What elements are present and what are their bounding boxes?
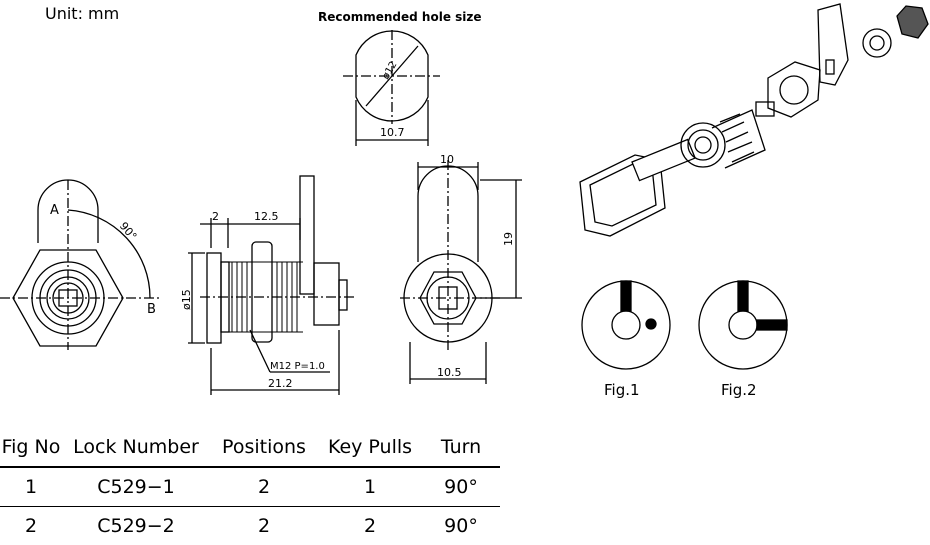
- header-lock-number: Lock Number: [62, 428, 210, 467]
- right-dim-10-5: 10.5: [437, 366, 462, 379]
- front-angle-text: 90°: [117, 220, 139, 243]
- right-dim-19: 19: [502, 232, 515, 246]
- cell-lock-number: C529−1: [62, 467, 210, 507]
- side-thread: M12 P=1.0: [270, 361, 325, 372]
- header-turn: Turn: [422, 428, 500, 467]
- exploded-assembly: [580, 4, 928, 236]
- cell-lock-number: C529−2: [62, 507, 210, 545]
- hole-width-text: 10.7: [380, 126, 405, 139]
- right-view: 10 19 10.5: [400, 153, 522, 384]
- cell-key-pulls: 1: [318, 467, 422, 507]
- fig2-label: Fig.2: [721, 381, 757, 399]
- cell-fig-no: 2: [0, 507, 62, 545]
- cell-turn: 90°: [422, 507, 500, 545]
- side-dim-12-5: 12.5: [254, 210, 279, 223]
- right-dim-10: 10: [440, 153, 454, 166]
- cell-fig-no: 1: [0, 467, 62, 507]
- side-view: 2 12.5 ø15 M12 P=1.0 21.2: [180, 176, 355, 395]
- side-dim-21-2: 21.2: [268, 377, 293, 390]
- fig1-label: Fig.1: [604, 381, 640, 399]
- cell-turn: 90°: [422, 467, 500, 507]
- cell-positions: 2: [210, 507, 318, 545]
- recommended-hole: ø12 10.7: [343, 30, 440, 146]
- cell-key-pulls: 2: [318, 507, 422, 545]
- lock-spec-table: Fig No Lock Number Positions Key Pulls T…: [0, 428, 500, 545]
- side-dim-2: 2: [212, 210, 219, 223]
- front-view: A B 90°: [0, 180, 160, 350]
- fig2-diagram: [699, 281, 787, 369]
- header-positions: Positions: [210, 428, 318, 467]
- table-row: 1 C529−1 2 1 90°: [0, 467, 500, 507]
- header-key-pulls: Key Pulls: [318, 428, 422, 467]
- front-label-b: B: [147, 302, 156, 317]
- cell-positions: 2: [210, 467, 318, 507]
- header-fig-no: Fig No: [0, 428, 62, 467]
- fig1-diagram: [582, 281, 670, 369]
- front-label-a: A: [50, 203, 59, 218]
- table-row: 2 C529−2 2 2 90°: [0, 507, 500, 545]
- table-header-row: Fig No Lock Number Positions Key Pulls T…: [0, 428, 500, 467]
- side-dim-15: ø15: [180, 289, 193, 310]
